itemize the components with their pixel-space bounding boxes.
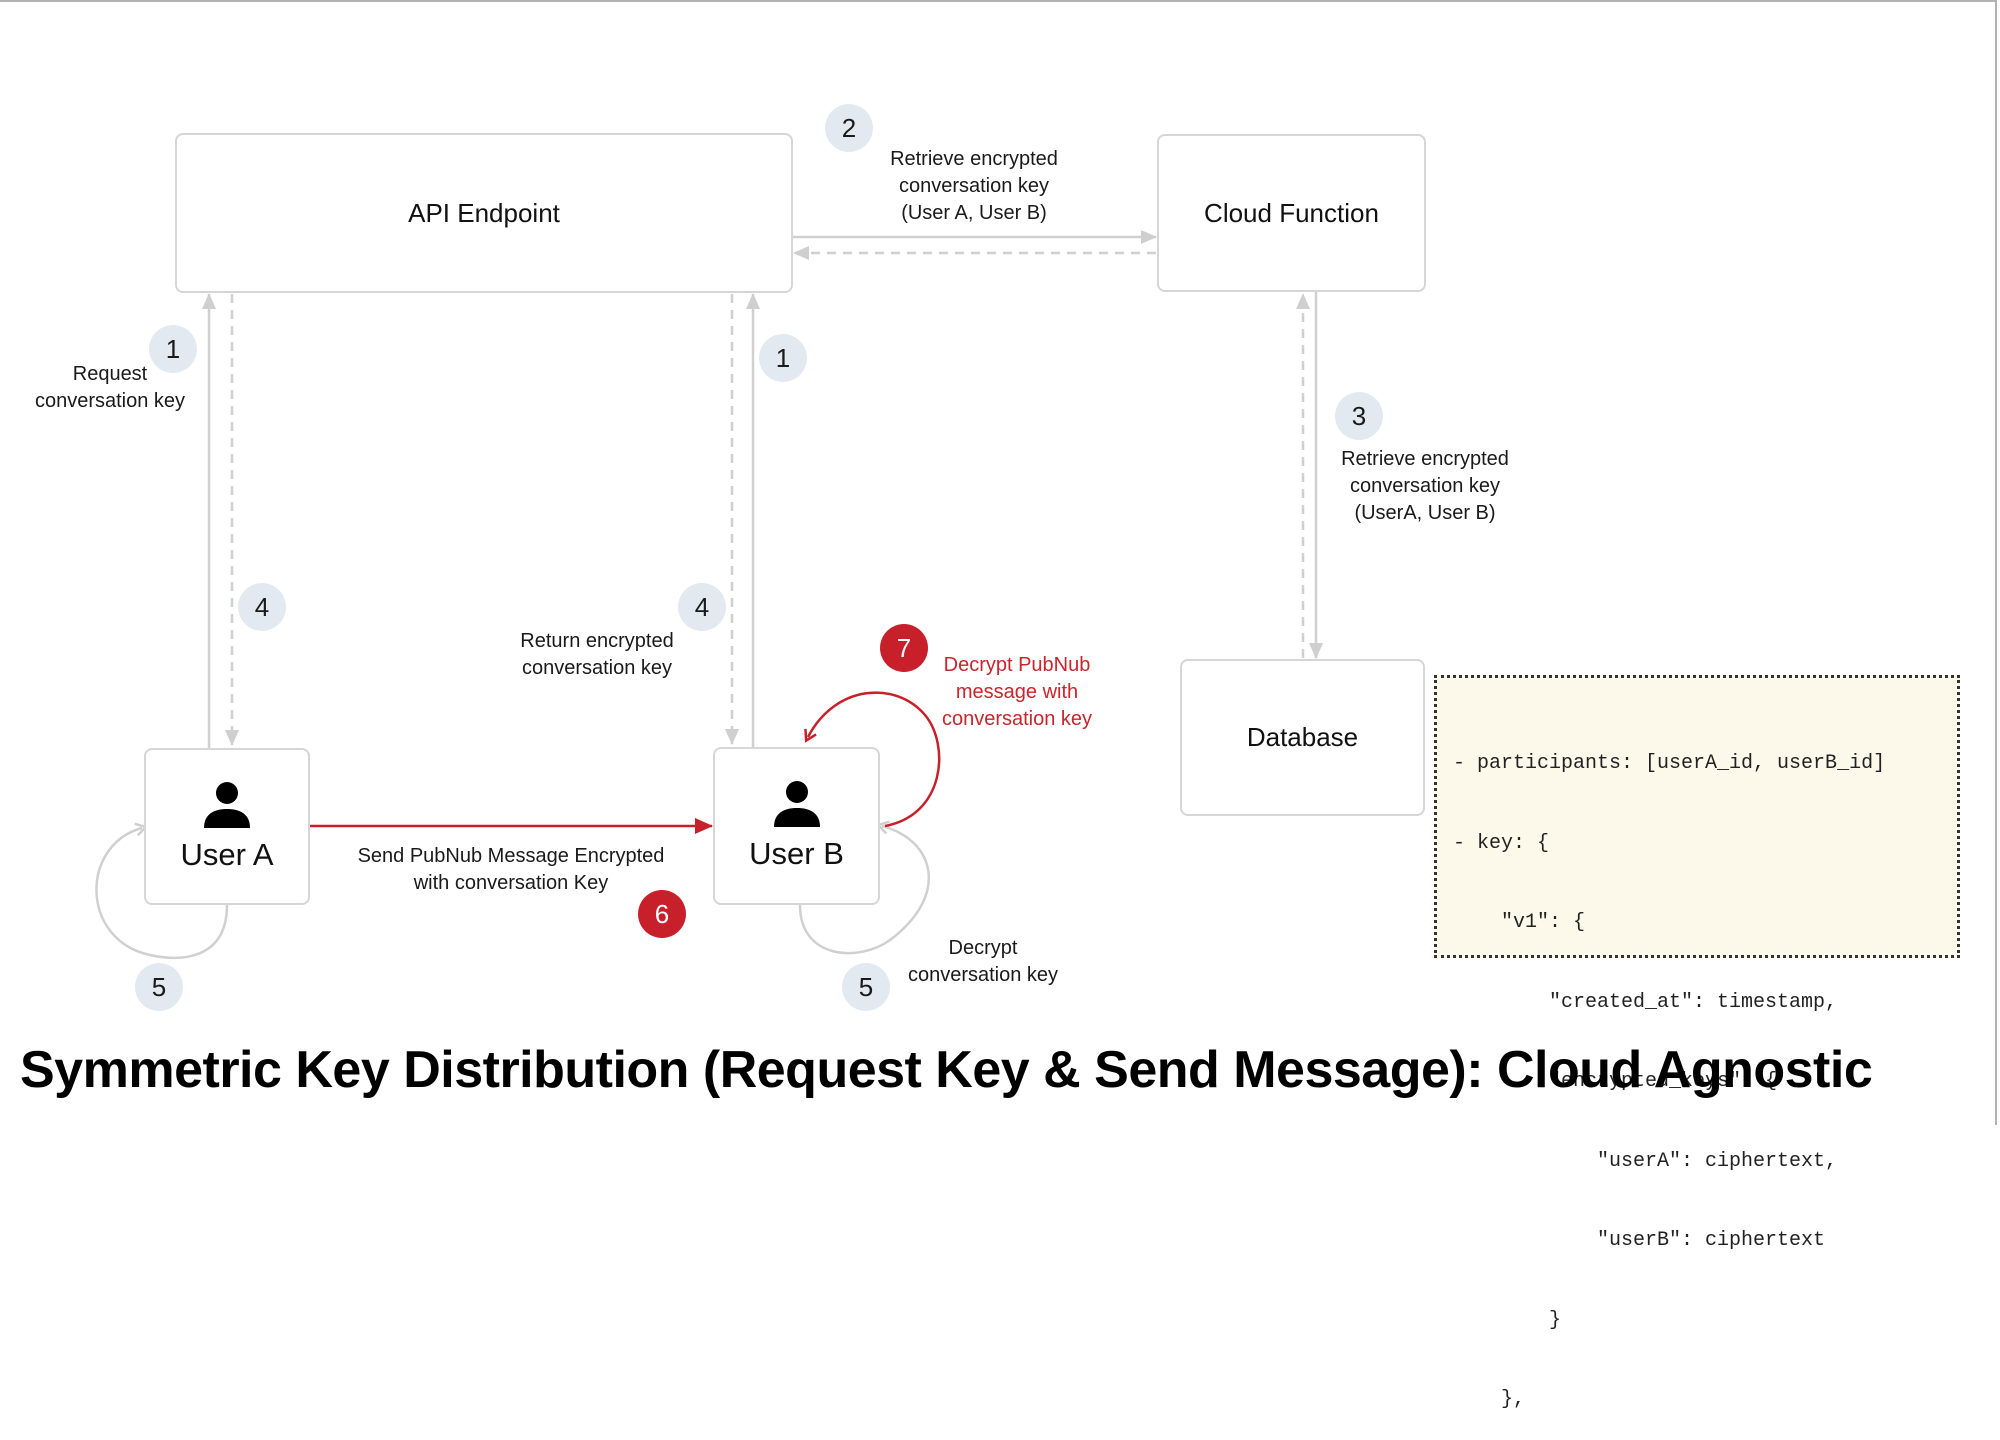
user-b-node: User B bbox=[713, 747, 880, 905]
step-badge-2: 2 bbox=[825, 104, 873, 152]
loop-decrypt-message bbox=[808, 691, 941, 828]
database-label: Database bbox=[1246, 722, 1359, 752]
step-badge-1-user-b: 1 bbox=[759, 334, 807, 382]
code-line: - key: { bbox=[1453, 831, 1550, 855]
database-schema-code: - participants: [userA_id, userB_id] - k… bbox=[1434, 675, 1960, 1411]
step-label-6: Send PubNub Message Encrypted with conve… bbox=[357, 845, 665, 894]
user-a-node: User A bbox=[144, 748, 310, 905]
code-line: } bbox=[1453, 1308, 1562, 1332]
cloud-function-node: Cloud Function bbox=[1157, 134, 1426, 292]
api-endpoint-node: API Endpoint bbox=[175, 133, 793, 293]
step-badge-5-user-b: 5 bbox=[842, 963, 890, 1011]
step-badge-5-user-a: 5 bbox=[135, 963, 183, 1011]
step-label-4: Return encrypted conversation key bbox=[520, 630, 674, 679]
diagram-title: Symmetric Key Distribution (Request Key … bbox=[20, 1041, 1873, 1099]
step-label-3: Retrieve encrypted conversation key (Use… bbox=[1341, 448, 1509, 524]
api-endpoint-label: API Endpoint bbox=[408, 197, 560, 228]
code-line: - participants: [userA_id, userB_id] bbox=[1453, 752, 1886, 775]
step-label-1: Request conversation key bbox=[34, 363, 186, 412]
step-label-5: Decrypt conversation key bbox=[907, 937, 1059, 986]
step-badge-3: 3 bbox=[1335, 392, 1383, 440]
step-label-7: Decrypt PubNub message with conversation… bbox=[941, 654, 1093, 730]
loop-decrypt-user-b bbox=[798, 826, 930, 955]
user-b-label: User B bbox=[749, 836, 844, 871]
step-badge-7: 7 bbox=[880, 624, 928, 672]
code-line: "userA": ciphertext, bbox=[1453, 1149, 1838, 1173]
loop-decrypt-user-a bbox=[95, 828, 229, 960]
step-label-2: Retrieve encrypted conversation key (Use… bbox=[890, 148, 1058, 224]
connectors bbox=[95, 230, 1323, 960]
step-badge-1-user-a: 1 bbox=[149, 325, 197, 373]
canvas-frame bbox=[0, 0, 1997, 1125]
code-line: "encrypted_keys": { bbox=[1453, 1070, 1778, 1093]
step-badge-6: 6 bbox=[638, 890, 686, 938]
person-icon bbox=[204, 781, 250, 828]
cloud-function-label: Cloud Function bbox=[1204, 197, 1379, 228]
code-line: "created_at": timestamp, bbox=[1453, 990, 1838, 1014]
user-a-label: User A bbox=[180, 836, 274, 872]
code-line: }, bbox=[1453, 1388, 1526, 1411]
step-badge-4-user-a: 4 bbox=[238, 583, 286, 631]
code-line: "userB": ciphertext bbox=[1453, 1229, 1826, 1252]
step-badge-4-user-b: 4 bbox=[678, 583, 726, 631]
database-node: Database bbox=[1180, 659, 1425, 816]
person-icon bbox=[773, 781, 820, 827]
code-line: "v1": { bbox=[1453, 911, 1586, 934]
